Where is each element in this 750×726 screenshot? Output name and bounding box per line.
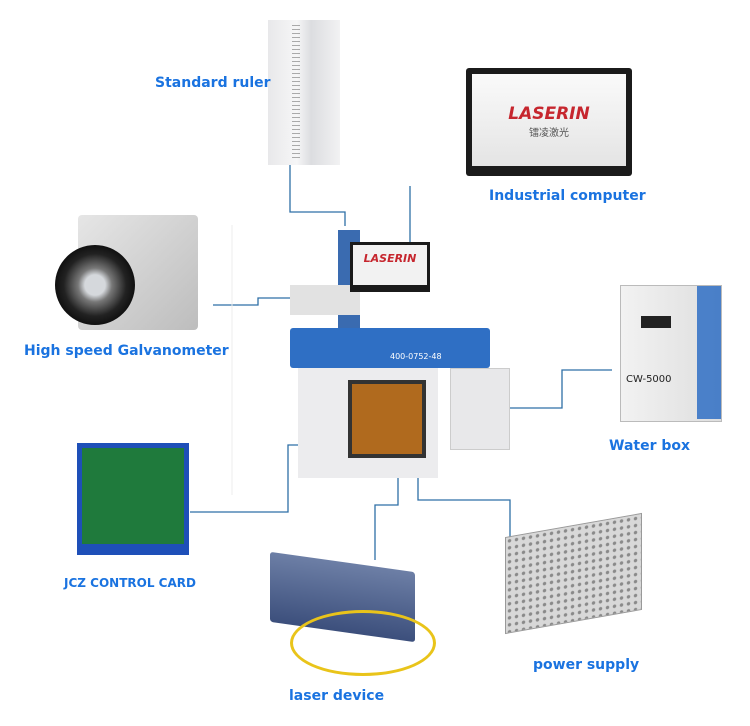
label-water-box: Water box <box>609 438 691 454</box>
label-galvanometer: High speed Galvanometer <box>24 343 229 359</box>
marking-machine-image: LASERIN 400-0752-48 <box>290 225 510 490</box>
machine-phone: 400-0752-48 <box>390 352 442 361</box>
label-control-card: JCZ CONTROL CARD <box>64 576 196 590</box>
connector-water-box <box>505 369 612 409</box>
connector-galvanometer <box>213 297 296 306</box>
brand-logo-cn: 镭凌激光 <box>529 128 569 139</box>
galvanometer-lens <box>55 245 135 325</box>
label-laser-device: laser device <box>289 688 385 704</box>
brand-logo: LASERIN <box>508 104 590 124</box>
computer-monitor-image: LASERIN 镭凌激光 <box>466 68 632 176</box>
ruler-image <box>268 20 340 165</box>
label-standard-ruler: Standard ruler <box>155 75 271 91</box>
machine-monitor-logo: LASERIN <box>353 245 427 285</box>
chiller-model: CW-5000 <box>626 374 672 385</box>
connector-ruler <box>289 165 346 226</box>
control-card-image <box>77 443 189 555</box>
label-industrial-computer: Industrial computer <box>489 188 646 204</box>
water-box-image: CW-5000 <box>620 285 722 422</box>
label-power-supply: power supply <box>533 657 640 673</box>
fiber-cable <box>290 610 436 676</box>
